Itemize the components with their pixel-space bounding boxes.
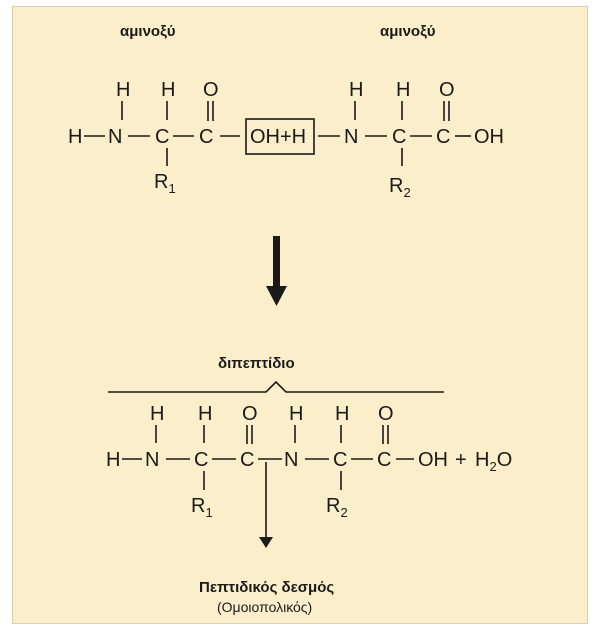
- dp-atom-o-1: O: [242, 403, 258, 425]
- figure-panel: [12, 6, 588, 624]
- atom-o-2: O: [439, 79, 455, 101]
- dp-atom-n-2: N: [284, 449, 298, 471]
- atom-n-1: N: [108, 126, 122, 148]
- atom-c-carboxyl-2: C: [436, 126, 450, 148]
- atom-r2: R2: [389, 175, 411, 200]
- dp-atom-n-1: N: [145, 449, 159, 471]
- dipeptide-brace: [108, 380, 444, 393]
- atom-oh-2: OH: [474, 126, 504, 148]
- dp-atom-o-2: O: [378, 403, 394, 425]
- label-amino-acid-left: αμινοξύ: [120, 23, 176, 40]
- dp-atom-c-carbonyl: C: [240, 449, 254, 471]
- dp-atom-h-terminal: H: [106, 449, 120, 471]
- plus-sign: +: [455, 449, 467, 471]
- condensation-box: [245, 118, 315, 155]
- reaction-arrow-head: [266, 286, 287, 306]
- dp-atom-h-on-n1: H: [150, 403, 164, 425]
- atom-h-terminal: H: [68, 126, 82, 148]
- reaction-arrow-shaft: [273, 236, 280, 288]
- dp-atom-c-alpha-2: C: [333, 449, 347, 471]
- dp-atom-r1: R1: [191, 495, 213, 520]
- atom-r1: R1: [154, 171, 176, 196]
- dp-atom-h-on-n2: H: [289, 403, 303, 425]
- dp-atom-h-on-c3: H: [335, 403, 349, 425]
- atom-o-1: O: [203, 79, 219, 101]
- atom-h-on-n2: H: [349, 79, 363, 101]
- peptide-bond-pointer-head: [259, 537, 273, 548]
- dp-atom-h-on-c1: H: [198, 403, 212, 425]
- atom-n-2: N: [344, 126, 358, 148]
- dp-atom-c-carboxyl: C: [377, 449, 391, 471]
- atom-c-alpha-1: C: [155, 126, 169, 148]
- dp-atom-oh: OH: [418, 449, 448, 471]
- atom-h-on-c3: H: [396, 79, 410, 101]
- atom-h-on-n1: H: [116, 79, 130, 101]
- water-molecule: H2O: [475, 449, 512, 474]
- label-peptide-bond: Πεπτιδικός δεσμός: [199, 579, 334, 596]
- atom-c-carbonyl-1: C: [199, 126, 213, 148]
- label-dipeptide: διπεπτίδιο: [218, 355, 295, 372]
- condensation-text: OH+H: [250, 126, 306, 148]
- label-amino-acid-right: αμινοξύ: [380, 23, 436, 40]
- label-peptide-bond-type: (Ομοιοπολικός): [217, 599, 312, 615]
- atom-c-alpha-2: C: [392, 126, 406, 148]
- dp-atom-r2: R2: [326, 495, 348, 520]
- atom-h-on-c1: H: [161, 79, 175, 101]
- dp-atom-c-alpha-1: C: [194, 449, 208, 471]
